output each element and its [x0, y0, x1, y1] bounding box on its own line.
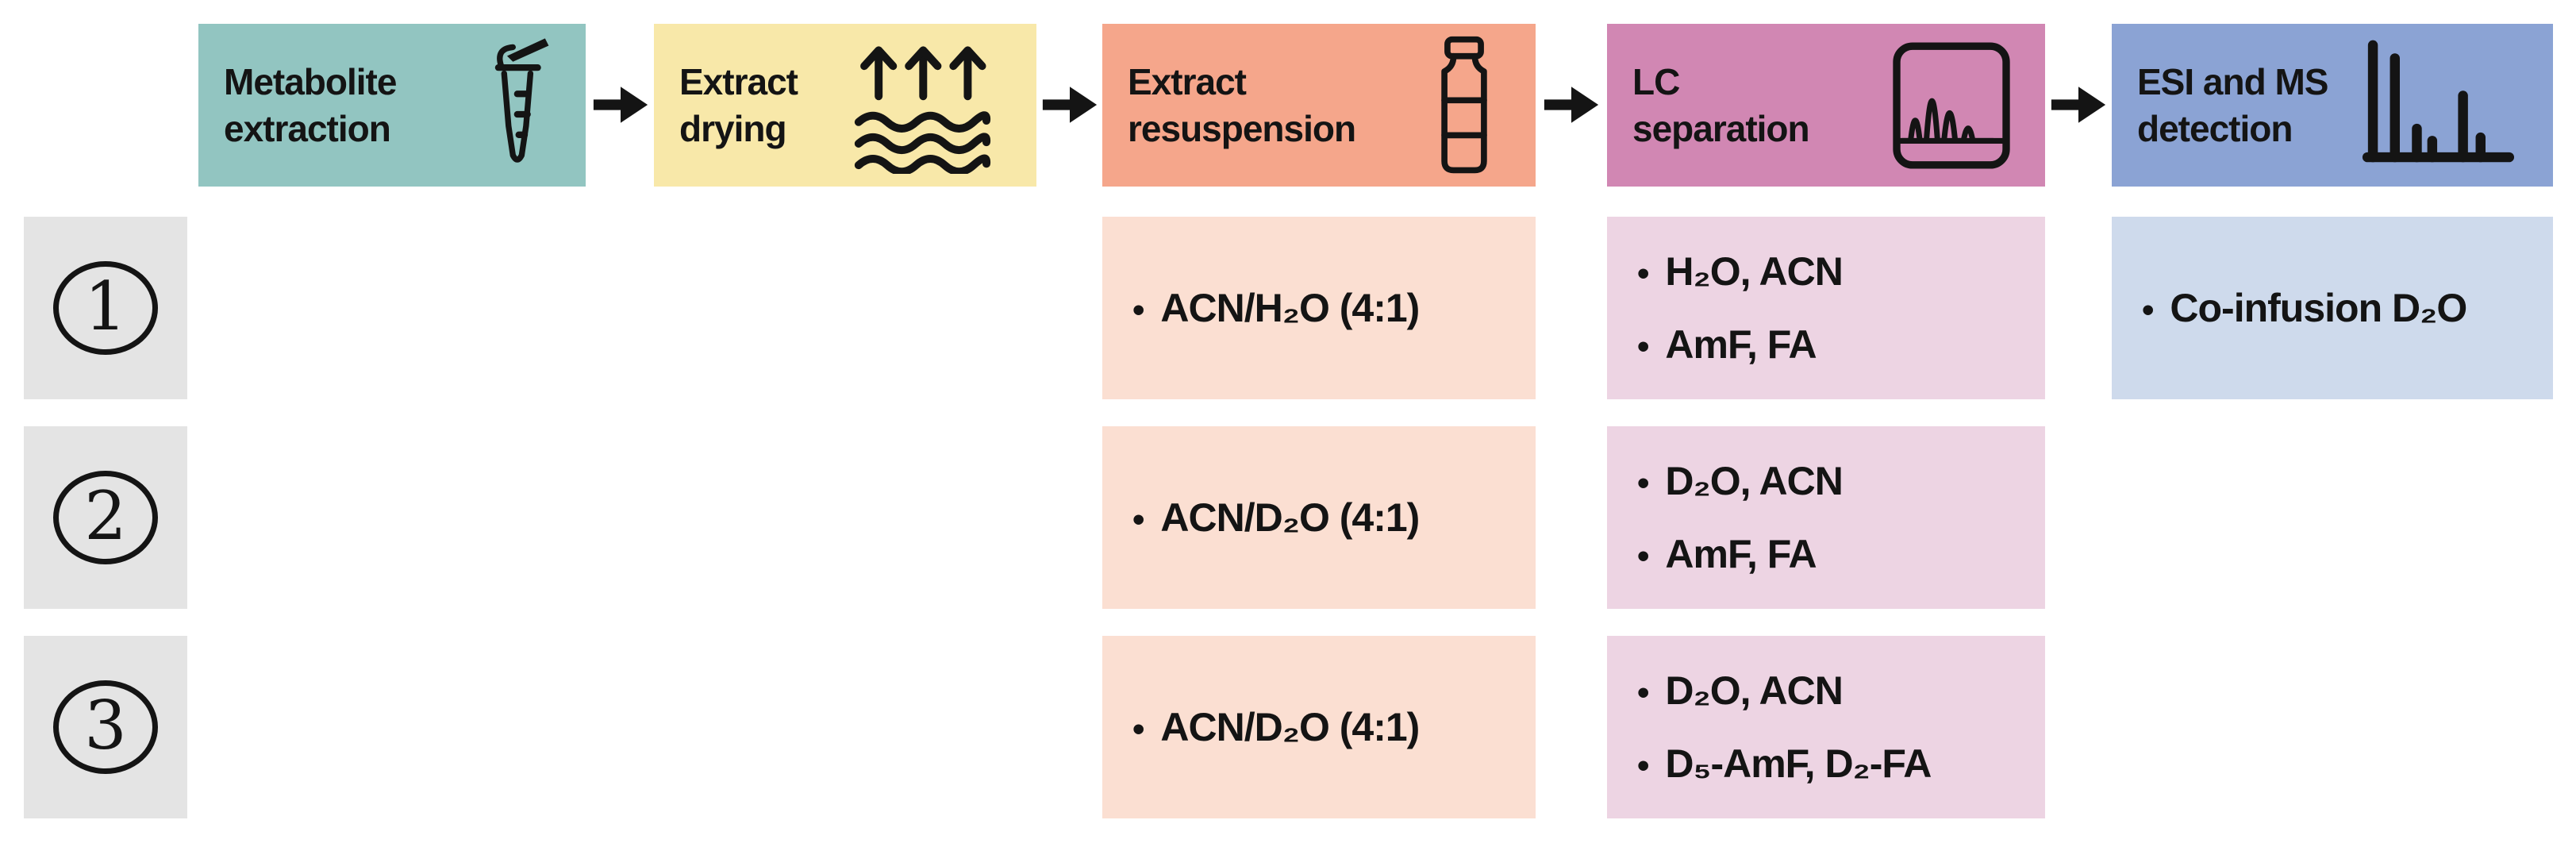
circled-number-3: 3: [53, 680, 158, 774]
row-number: 2: [84, 477, 127, 555]
cell-row2-lc: • D₂O, ACN • AmF, FA: [1607, 426, 2045, 609]
flow-step-extract-resuspension: Extract resuspension: [1102, 24, 1536, 187]
evaporation-icon: [854, 45, 991, 174]
cell-row3-resuspension: • ACN/D₂O (4:1): [1102, 636, 1536, 818]
item-text: D₅-AmF, D₂-FA: [1665, 741, 1932, 786]
step-label-extract-resuspension: Extract resuspension: [1128, 60, 1356, 149]
item-text: ACN/D₂O (4:1): [1160, 705, 1420, 749]
item-text: D₂O, ACN: [1665, 459, 1843, 503]
bullet-icon: •: [1637, 537, 1650, 576]
row-number: 1: [84, 268, 127, 345]
bullet-icon: •: [1637, 673, 1650, 712]
step-label-esi-ms-detection: ESI and MS detection: [2137, 60, 2328, 149]
list-item: • D₂O, ACN: [1637, 458, 2029, 504]
flow-step-metabolite-extraction: Metabolite extraction: [198, 24, 586, 187]
item-text: Co-infusion D₂O: [2170, 286, 2467, 330]
step-label-extract-drying: Extract drying: [679, 60, 798, 149]
cell-row3-lc: • D₂O, ACN • D₅-AmF, D₂-FA: [1607, 636, 2045, 818]
row-3-label: 3: [24, 636, 187, 818]
item-text: AmF, FA: [1665, 532, 1817, 576]
step-label-metabolite-extraction: Metabolite extraction: [224, 60, 397, 149]
list-item: • ACN/H₂O (4:1): [1132, 285, 1520, 331]
item-text: D₂O, ACN: [1665, 668, 1843, 713]
microcentrifuge-tube-icon: [494, 37, 549, 163]
flow-step-esi-ms-detection: ESI and MS detection: [2112, 24, 2553, 187]
list-item: • H₂O, ACN: [1637, 248, 2029, 295]
list-item: • D₅-AmF, D₂-FA: [1637, 741, 2029, 787]
arrow-right-icon: [593, 87, 648, 123]
item-text: ACN/D₂O (4:1): [1160, 495, 1420, 540]
cell-row1-esi: • Co-infusion D₂O: [2112, 217, 2553, 399]
arrow-right-icon: [1042, 87, 1098, 123]
bullet-icon: •: [1132, 710, 1145, 749]
step-label-lc-separation: LC separation: [1632, 60, 1810, 149]
bullet-icon: •: [2142, 291, 2155, 329]
item-text: ACN/H₂O (4:1): [1160, 286, 1420, 330]
item-text: AmF, FA: [1665, 322, 1817, 367]
row-2-label: 2: [24, 426, 187, 609]
row-number: 3: [84, 687, 127, 764]
list-item: • Co-infusion D₂O: [2142, 285, 2537, 331]
row-1-label: 1: [24, 217, 187, 399]
circled-number-2: 2: [53, 471, 158, 564]
item-text: H₂O, ACN: [1665, 249, 1843, 294]
bullet-icon: •: [1637, 254, 1650, 293]
circled-number-1: 1: [53, 261, 158, 355]
arrow-right-icon: [2051, 87, 2106, 123]
list-item: • AmF, FA: [1637, 321, 2029, 368]
cell-row2-resuspension: • ACN/D₂O (4:1): [1102, 426, 1536, 609]
mass-spectrum-icon: [2362, 40, 2514, 162]
bullet-icon: •: [1637, 746, 1650, 785]
arrow-right-icon: [1544, 87, 1599, 123]
list-item: • D₂O, ACN: [1637, 668, 2029, 714]
cell-row1-lc: • H₂O, ACN • AmF, FA: [1607, 217, 2045, 399]
list-item: • ACN/D₂O (4:1): [1132, 495, 1520, 541]
flow-step-extract-drying: Extract drying: [654, 24, 1036, 187]
list-item: • ACN/D₂O (4:1): [1132, 704, 1520, 750]
list-item: • AmF, FA: [1637, 531, 2029, 577]
flow-step-lc-separation: LC separation: [1607, 24, 2045, 187]
bullet-icon: •: [1132, 291, 1145, 329]
chromatogram-icon: [1893, 41, 2010, 169]
bullet-icon: •: [1637, 464, 1650, 502]
vial-icon: [1441, 36, 1487, 173]
cell-row1-resuspension: • ACN/H₂O (4:1): [1102, 217, 1536, 399]
bullet-icon: •: [1132, 500, 1145, 539]
bullet-icon: •: [1637, 327, 1650, 366]
